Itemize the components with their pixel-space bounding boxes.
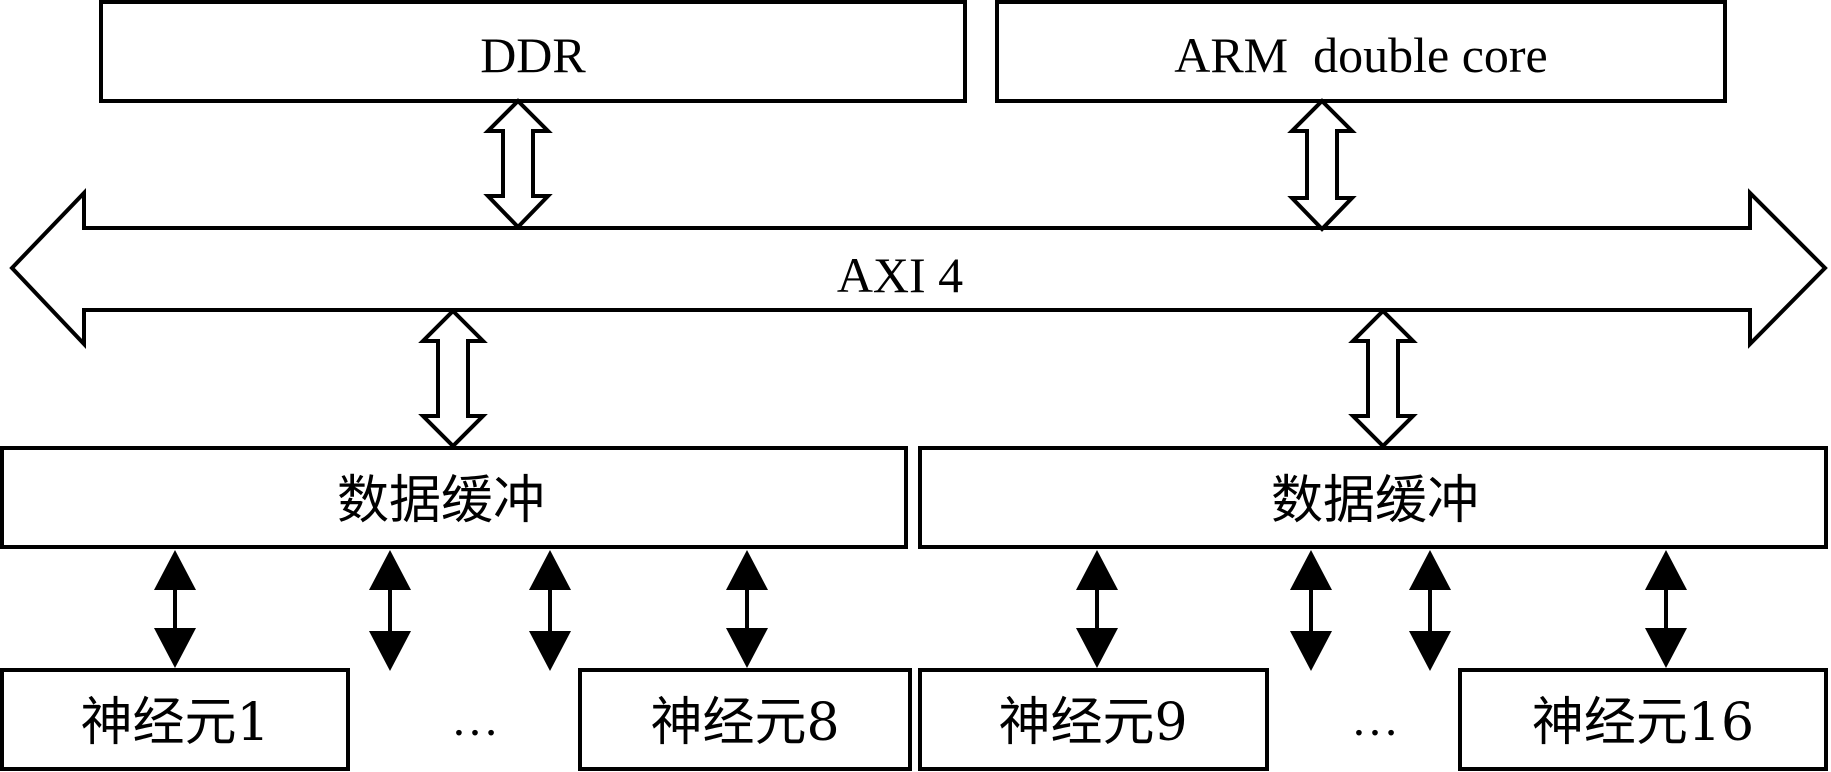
right-data-buffer-label: 数据缓冲	[1271, 471, 1479, 531]
neuron-ellipsis-left: …	[451, 693, 499, 746]
bus-right-buffer-connector	[1348, 308, 1418, 449]
neuron-1-block: 神经元1	[0, 668, 350, 771]
ddr-bus-connector	[483, 98, 553, 230]
link-buffer-right-2	[1290, 550, 1332, 671]
bus-left-buffer-connector	[418, 308, 488, 449]
link-buffer-neuron-9	[1076, 550, 1118, 668]
arm-block: ARM double core	[995, 0, 1727, 103]
neuron-16-block: 神经元16	[1458, 668, 1828, 771]
axi4-bus-label: AXI 4	[837, 247, 963, 303]
link-buffer-right-3	[1409, 550, 1451, 671]
link-buffer-neuron-8	[726, 550, 768, 668]
neuron-9-label: 神经元9	[998, 693, 1187, 753]
ddr-block: DDR	[99, 0, 967, 103]
buffer-neuron-links	[154, 550, 1687, 671]
neuron-8-block: 神经元8	[578, 668, 912, 771]
axi4-bus: AXI 4	[9, 188, 1828, 350]
link-buffer-left-3	[529, 550, 571, 671]
arm-label: ARM double core	[1174, 27, 1548, 83]
neuron-9-block: 神经元9	[918, 668, 1269, 771]
link-buffer-neuron-16	[1645, 550, 1687, 668]
link-buffer-left-2	[369, 550, 411, 671]
neuron-8-label: 神经元8	[650, 693, 839, 753]
left-data-buffer: 数据缓冲	[0, 446, 908, 549]
right-data-buffer: 数据缓冲	[918, 446, 1828, 549]
neuron-1-label: 神经元1	[80, 693, 269, 753]
axi4-bus-arrow	[9, 188, 1828, 350]
neuron-ellipsis-right: …	[1351, 693, 1399, 746]
arm-bus-connector	[1287, 98, 1357, 232]
left-data-buffer-label: 数据缓冲	[337, 471, 545, 531]
ddr-label: DDR	[480, 27, 586, 83]
neuron-16-label: 神经元16	[1532, 693, 1754, 753]
link-buffer-neuron-1	[154, 550, 196, 668]
